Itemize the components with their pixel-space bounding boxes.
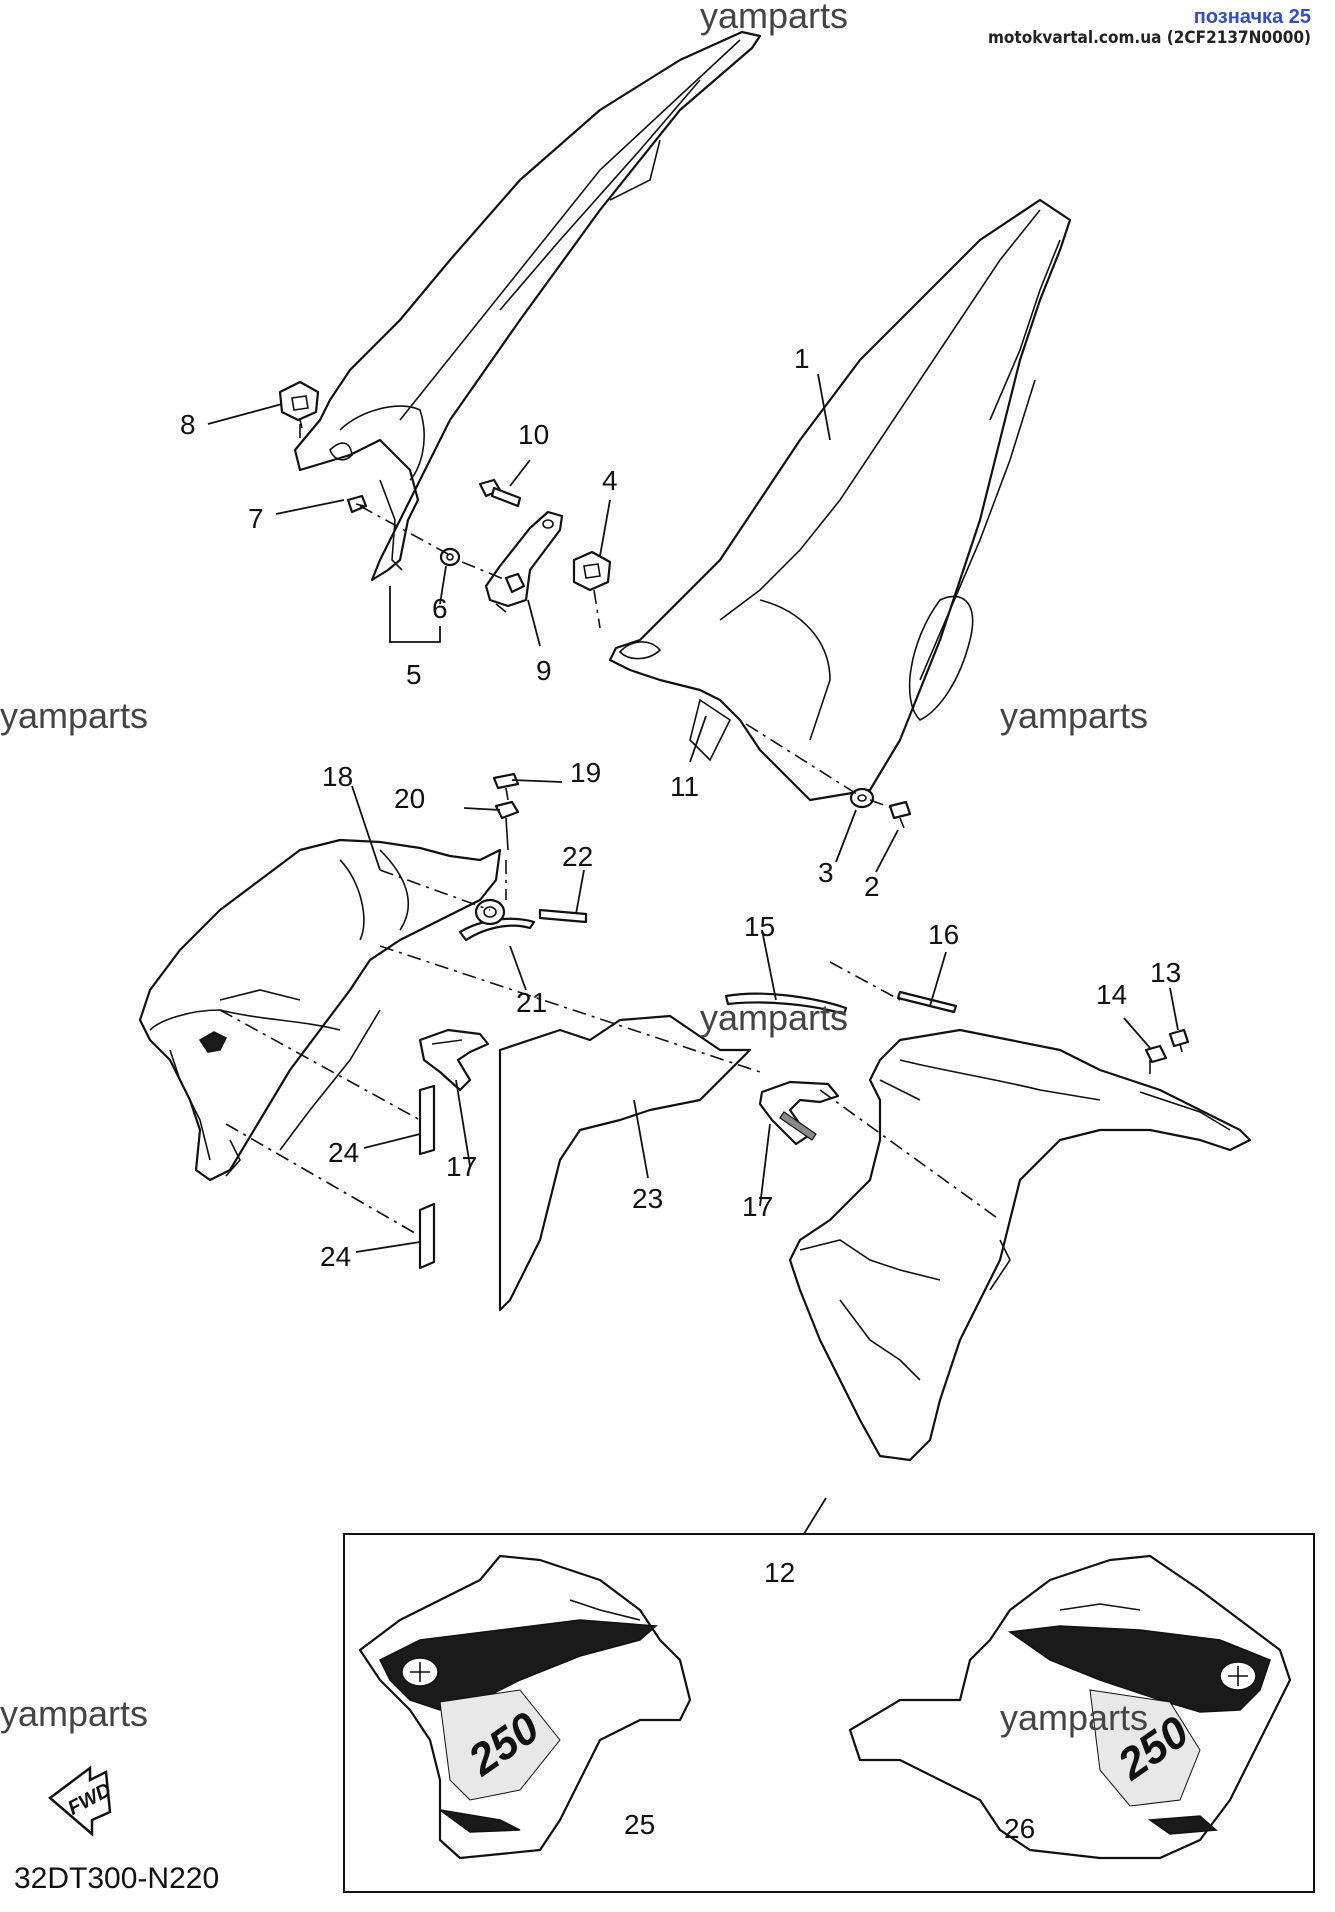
callout-8: 8: [180, 409, 196, 440]
header-site-line: motokvartal.com.ua (2CF2137N0000): [987, 28, 1311, 49]
part-8-clip: [278, 380, 320, 429]
part-24-decal-lower: [418, 1202, 436, 1270]
callout-2: 2: [864, 871, 880, 902]
callout-11: 11: [670, 771, 699, 802]
part-17-duct-left: [418, 1028, 490, 1092]
part-5-inner-cover: [293, 30, 762, 582]
callout-17-right: 17: [742, 1191, 773, 1222]
part-1-side-cover: [608, 198, 1072, 802]
part-4-clip: [572, 550, 612, 592]
callout-25: 25: [624, 1809, 655, 1840]
fwd-arrow-icon: FWD: [48, 1765, 115, 1837]
callout-4: 4: [602, 465, 618, 496]
part-12-right-shroud: [788, 1028, 1252, 1462]
part-25-decal-left: 250: [358, 1554, 692, 1860]
watermarks: yamparts yamparts yamparts yamparts yamp…: [0, 0, 1148, 1738]
grommet: [474, 898, 506, 926]
callout-17-left: 17: [446, 1151, 477, 1182]
callout-23: 23: [632, 1183, 663, 1214]
callout-labels: 1 2 3 4 5 6 7 8 9 10 11 12 13 14 15 16 1…: [180, 343, 1181, 1844]
callout-20: 20: [394, 783, 425, 814]
callout-12: 12: [764, 1557, 795, 1588]
header-title: позначка 25: [1193, 6, 1311, 28]
callout-16: 16: [928, 919, 959, 950]
assembly-lines: [219, 424, 1151, 1237]
callout-15: 15: [744, 911, 775, 942]
callout-10: 10: [518, 419, 549, 450]
part-3-washer: [849, 787, 875, 809]
watermark-left-2: yamparts: [0, 1693, 148, 1734]
diagram-code: 32DT300-N220: [14, 1862, 220, 1895]
part-16-strip: [896, 990, 958, 1014]
watermark-right-1: yamparts: [1000, 695, 1148, 736]
part-20-nut: [494, 800, 520, 851]
part-9-bracket: [484, 510, 564, 613]
callout-9: 9: [536, 655, 552, 686]
part-14-nut: [1144, 1044, 1168, 1064]
callout-3: 3: [818, 857, 834, 888]
callout-5: 5: [406, 659, 422, 690]
decal-inset-box: 250 250: [343, 1533, 1315, 1893]
part-7-screw: [346, 494, 368, 514]
part-17-duct-right: [758, 1080, 840, 1146]
part-2-screw: [888, 800, 912, 829]
part-26-decal-right: 250: [848, 1554, 1292, 1860]
watermark-right-2: yamparts: [1000, 1697, 1148, 1738]
callout-7: 7: [248, 503, 264, 534]
part-13-screw: [1168, 1028, 1190, 1053]
part-19-screw: [492, 772, 520, 801]
callout-18: 18: [322, 761, 353, 792]
part-18-left-shroud: [138, 838, 502, 1182]
callout-19: 19: [570, 757, 601, 788]
watermark-left-1: yamparts: [0, 695, 148, 736]
watermark-top: yamparts: [700, 0, 848, 36]
part-22-seal: [538, 908, 588, 924]
callout-22: 22: [562, 841, 593, 872]
callout-14: 14: [1096, 979, 1127, 1010]
site-name: motokvartal.com.ua: [987, 28, 1162, 48]
watermark-center: yamparts: [700, 997, 848, 1038]
header-reference: позначка 25 motokvartal.com.ua (2CF2137N…: [988, 6, 1311, 49]
callout-26: 26: [1004, 1813, 1035, 1844]
callout-1: 1: [794, 343, 810, 374]
callout-13: 13: [1150, 957, 1181, 988]
callout-6: 6: [432, 593, 448, 624]
part-15-strip: [724, 992, 848, 1016]
reference-code: (2CF2137N0000): [1166, 28, 1311, 48]
callout-24-lower: 24: [320, 1241, 351, 1272]
part-24-decal-upper: [418, 1084, 436, 1156]
callout-21: 21: [516, 987, 547, 1018]
part-10-bolt: [478, 478, 522, 508]
part-23-sheet: [498, 1014, 752, 1312]
callout-24-upper: 24: [328, 1137, 359, 1168]
